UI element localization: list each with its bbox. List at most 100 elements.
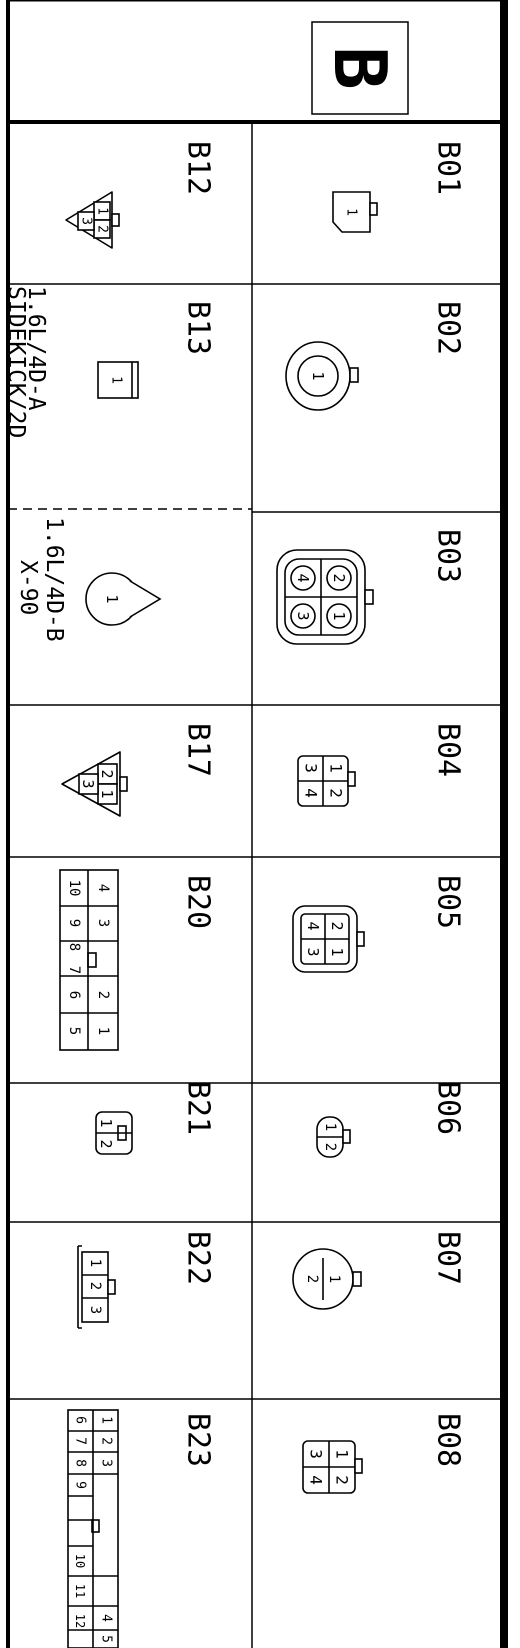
connector-label-b04: B04: [431, 723, 466, 777]
connector-latch: [349, 367, 359, 383]
connector-latch: [364, 589, 374, 605]
pin-number: 3: [304, 947, 322, 956]
pin-circle: [326, 603, 352, 629]
connector-latch: [356, 931, 365, 947]
connector-face-b03: 2 4 1 3: [276, 549, 374, 645]
connector-housing: [81, 1251, 109, 1323]
connector-latch: [354, 1458, 363, 1474]
pin-number: 6: [66, 991, 82, 999]
pin-number: 4: [294, 573, 312, 582]
pin-number: 1: [95, 207, 110, 215]
connector-face-b01: 1: [332, 191, 378, 233]
pin-number: 6: [73, 1416, 88, 1424]
pin-circle: [290, 565, 316, 591]
pin-number: 8: [66, 943, 82, 951]
pin-number: 2: [328, 921, 346, 930]
pin-number: 2: [330, 573, 348, 582]
connector-label-b12: B12: [181, 141, 216, 195]
connector-bracket: [77, 1245, 82, 1329]
pin-number: 4: [99, 1614, 114, 1622]
connector-label-b05: B05: [431, 875, 466, 929]
section-header: B: [311, 21, 409, 115]
pin-number: 5: [99, 1635, 114, 1643]
pin-number: 2: [327, 788, 346, 798]
connector-latch: [342, 1129, 351, 1144]
connector-face-b08: 1 2 3 4: [302, 1440, 363, 1494]
pin-cell: [77, 211, 95, 231]
connector-label-b01: B01: [431, 141, 466, 195]
pin-number: 1: [87, 1259, 103, 1267]
pin-number: 2: [322, 1143, 338, 1151]
pin-number: 2: [98, 769, 116, 778]
pin-number: 10: [66, 880, 82, 897]
pin-number: 1: [327, 763, 346, 773]
connector-face-b21: 1 2: [95, 1111, 133, 1155]
connector-latch: [111, 213, 120, 227]
connector-label-b08: B08: [431, 1413, 466, 1467]
pin-number: 3: [294, 611, 312, 620]
connector-label-b06: B06: [431, 1081, 466, 1135]
connector-latch: [119, 776, 128, 792]
connector-face-b22: 1 2 3: [77, 1245, 116, 1329]
pin-number: 2: [87, 1282, 103, 1290]
pin-number: 5: [66, 1027, 82, 1035]
pin-number: 4: [307, 1475, 326, 1485]
pin-number: 4: [304, 921, 322, 930]
variant-note-a-model: SIDEKICK/2D: [3, 286, 29, 438]
pin-number: 3: [307, 1449, 326, 1459]
pin-number: 7: [73, 1437, 88, 1445]
connector-face-b04: 1 2 3 4: [297, 755, 356, 807]
pin-number: 1: [97, 1118, 115, 1127]
connector-label-b13: B13: [181, 301, 216, 355]
connector-label-b22: B22: [181, 1231, 216, 1285]
section-letter: B: [318, 46, 402, 89]
connector-face-b17: 2 1 3: [61, 751, 128, 817]
pin-number: 1: [309, 371, 327, 380]
pin-number: 3: [79, 217, 94, 225]
pin-number: 1: [330, 611, 348, 620]
connector-face-b13-a: 1: [97, 361, 139, 399]
pin-number: 1: [344, 208, 359, 216]
pin-number: 1: [326, 1275, 342, 1283]
pin-number: 3: [87, 1306, 103, 1314]
pin-number: 3: [79, 779, 97, 788]
connector-face-b05: 2 1 4 3: [292, 905, 365, 973]
connector-key: [129, 580, 162, 618]
pin-number: 1: [109, 376, 124, 384]
pin-number: 9: [66, 919, 82, 927]
connector-face-b12: 1 2 3: [65, 191, 120, 249]
pin-number: 12: [73, 1614, 87, 1628]
connector-face-b02: 1: [285, 341, 359, 411]
pin-number: 4: [95, 884, 111, 892]
connector-face-b06: 1 2: [316, 1116, 351, 1158]
pin-number: 2: [95, 991, 111, 999]
section-letter-box: [311, 21, 409, 115]
pin-number: 1: [333, 1449, 352, 1459]
connector-latch: [107, 1279, 116, 1295]
pin-number: 10: [73, 1554, 87, 1568]
pin-number: 2: [97, 1139, 115, 1148]
connector-label-b03: B03: [431, 529, 466, 583]
connector-latch: [369, 202, 378, 216]
connector-face-b07: 1 2: [292, 1248, 362, 1310]
connector-face-b20: 4 3 2 1 10 9 8 7 6 5: [59, 869, 119, 1051]
pin-number: 8: [73, 1459, 88, 1467]
pin-number: 2: [304, 1275, 320, 1283]
pin-number: 2: [95, 225, 110, 233]
pin-number: 3: [95, 919, 111, 927]
connector-label-b07: B07: [431, 1231, 466, 1285]
pin-cell: [78, 773, 99, 795]
pin-number: 1: [95, 1027, 111, 1035]
pin-number: 1: [98, 789, 116, 798]
connector-label-b17: B17: [181, 723, 216, 777]
connector-latch: [87, 952, 97, 968]
pin-number: 3: [99, 1459, 114, 1467]
pin-number: 7: [66, 966, 82, 974]
connector-label-b20: B20: [181, 875, 216, 929]
connector-latch: [352, 1271, 362, 1287]
variant-note-b-model: X-90: [15, 560, 41, 615]
pin-number: 3: [302, 763, 321, 773]
connector-label-b21: B21: [181, 1081, 216, 1135]
connector-label-b02: B02: [431, 301, 466, 355]
